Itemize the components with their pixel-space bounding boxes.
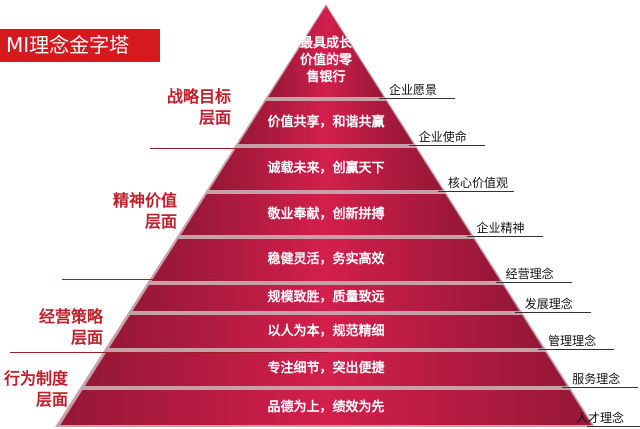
- layer-text-spirit: 敬业奉献，创新拼搏: [267, 206, 385, 222]
- layer-text-management: 以人为本，规范精细: [267, 323, 385, 339]
- layer-text-service: 专注细节，突出便捷: [267, 361, 385, 376]
- level-label-operational-text: 经营策略层面: [38, 307, 103, 347]
- pyramid-layer-core-values: [209, 148, 443, 190]
- concept-leader-management: [538, 349, 615, 350]
- concept-leader-business: [495, 282, 572, 283]
- concept-leader-talent: [587, 426, 640, 427]
- level-label-spiritual: 精神价值层面: [113, 190, 177, 232]
- diagram-title: MI理念金字塔: [0, 29, 160, 62]
- pyramid-layer-spirit: [180, 194, 472, 235]
- concept-label-vision: 企业愿景: [388, 83, 437, 97]
- layer-text-business: 稳健灵活，务实高效: [267, 252, 385, 267]
- concept-label-service: 服务理念: [572, 372, 621, 386]
- concept-label-talent: 人才理念: [576, 411, 625, 425]
- level-label-spiritual-text: 精神价值层面: [112, 191, 177, 231]
- pyramid-layer-service: [85, 352, 567, 386]
- concept-leader-core-values: [437, 191, 514, 192]
- pyramid-layer-development: [132, 285, 520, 311]
- concept-label-mission: 企业使命: [418, 130, 467, 144]
- layer-text-core-values: 诚载未来，创赢天下: [267, 161, 385, 176]
- layer-text-mission: 价值共享，和谐共赢: [267, 114, 385, 130]
- level-label-behavioral-text: 行为制度层面: [3, 369, 68, 409]
- level-label-operational: 经营策略层面: [39, 306, 103, 348]
- concept-label-development: 发展理念: [524, 297, 573, 311]
- concept-label-core-values: 核心价值观: [447, 176, 508, 190]
- concept-leader-mission: [408, 145, 485, 146]
- pyramid-layer-talent: [60, 390, 592, 425]
- concept-leader-vision: [378, 98, 455, 99]
- pyramid-layer-mission: [238, 101, 414, 144]
- concept-label-spirit: 企业精神: [476, 221, 525, 235]
- pyramid-layer-business: [151, 239, 501, 281]
- level-label-behavioral: 行为制度层面: [4, 368, 68, 410]
- layer-text-development: 规模致胜，质量致远: [267, 290, 385, 305]
- pyramid-layer-management: [109, 315, 543, 348]
- pyramid-layer-vision: [268, 6, 384, 97]
- concept-label-business: 经营理念: [505, 267, 554, 281]
- separator-operational: [10, 352, 328, 353]
- level-label-strategic: 战略目标层面: [167, 86, 231, 128]
- separator-strategic: [150, 148, 260, 149]
- concept-leader-service: [562, 387, 639, 388]
- separator-spiritual: [62, 279, 222, 280]
- level-label-strategic-text: 战略目标层面: [166, 87, 231, 127]
- layer-text-talent: 品德为上，绩效为先: [267, 399, 385, 415]
- concept-label-management: 管理理念: [548, 334, 597, 348]
- concept-leader-development: [514, 312, 591, 313]
- layer-text-vision: 最具成长价值的零售银行: [299, 36, 353, 85]
- concept-leader-spirit: [466, 236, 543, 237]
